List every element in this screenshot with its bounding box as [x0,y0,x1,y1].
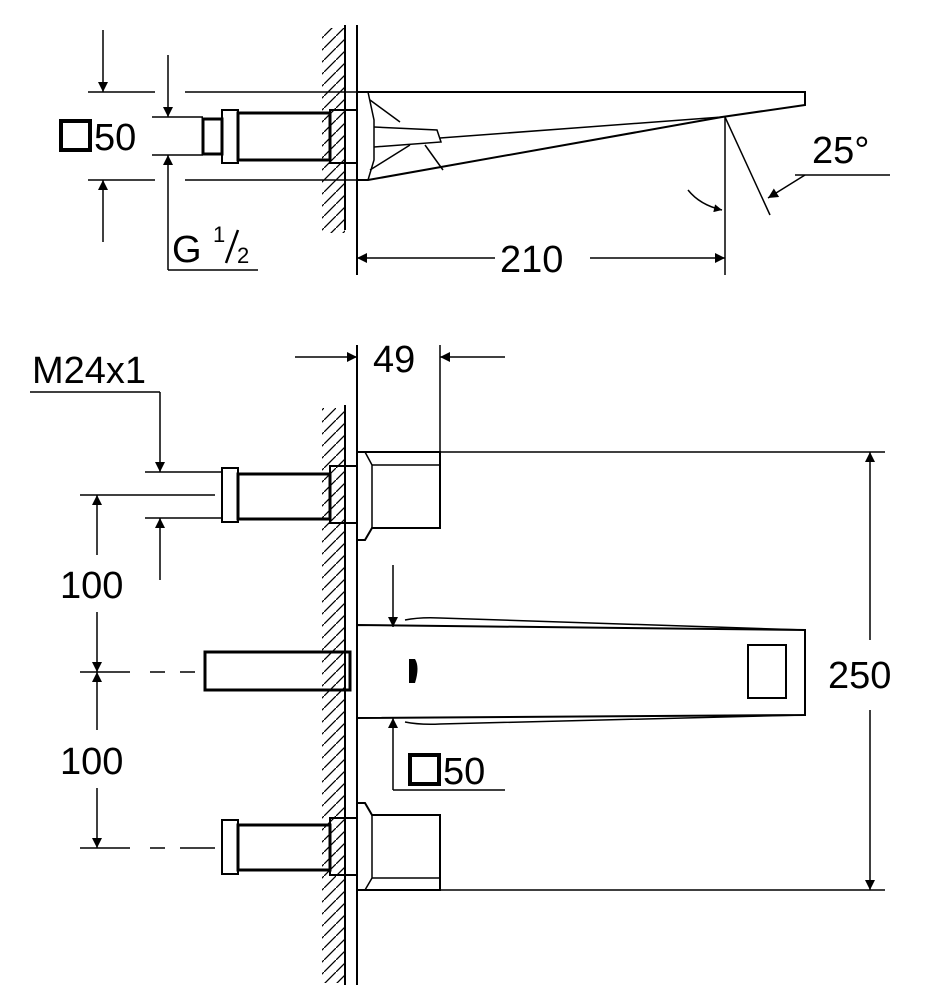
spacing-lower-label: 100 [60,741,123,783]
thread-prefix: G [172,229,202,271]
top-view: 210 25° 50 G 1 2 [59,25,890,281]
dimension-49: 49 [295,339,505,455]
center-rod [80,650,352,692]
valve-side [201,109,358,164]
square-symbol-icon [408,753,441,786]
dimension-100: 100 100 [60,494,215,849]
spout-square-label: 50 [443,751,485,793]
depth-dimension-label: 49 [373,339,415,381]
spacing-upper-label: 100 [60,565,123,607]
total-height-label: 250 [828,655,891,697]
dimension-lines-top [88,30,357,271]
brand-logo-icon [409,659,418,683]
front-view: 49 M24x1 [30,339,891,985]
dimension-angle: 25° [687,116,890,216]
upper-valve [221,451,441,541]
projection-dimension-label: 210 [500,239,563,281]
thread-m24-dimension: M24x1 [30,350,222,580]
dimension-250: 250 [357,451,891,891]
thread-numerator: 1 [213,222,225,247]
spout-front [356,617,806,725]
square-size-label: 50 [94,117,136,159]
wall-front [322,345,358,985]
thread-label-top: G 1 2 [172,222,249,271]
angle-dimension-label: 25° [812,130,869,172]
square-50-label-front: 50 [388,565,505,793]
thread-label: M24x1 [32,350,146,392]
square-symbol-icon [59,119,92,152]
dimension-210: 210 [357,117,726,281]
spout-side [357,91,806,181]
wall-top [322,25,358,275]
square-50-label-top: 50 [59,117,136,159]
thread-denominator: 2 [237,243,249,268]
